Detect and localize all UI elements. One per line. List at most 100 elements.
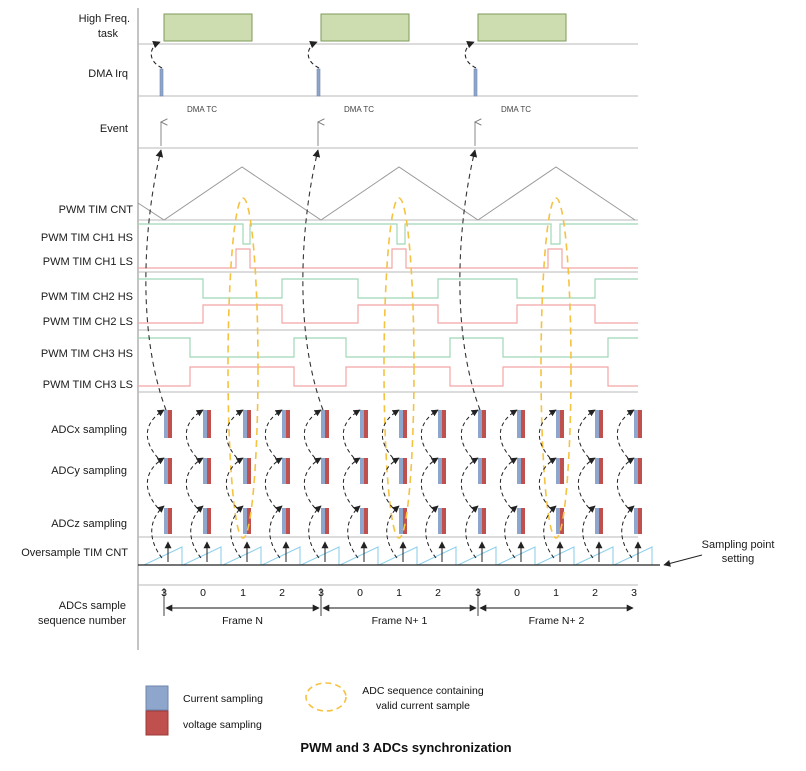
high-freq-task-block (320, 13, 410, 42)
adc-voltage-bar (521, 410, 525, 438)
adc-voltage-bar (286, 458, 290, 484)
adc-current-bar (517, 458, 521, 484)
adcx-trigger-arrow (264, 409, 283, 459)
adcx-trigger-arrow (577, 409, 596, 459)
adc-to-event-arrow (459, 149, 481, 411)
adc-voltage-bar (521, 458, 525, 484)
adcz-trigger-arrow (151, 505, 165, 559)
sampling-point-note-1: Sampling point (702, 539, 775, 551)
sequence-number: 0 (200, 587, 206, 599)
adc-current-bar (517, 508, 521, 534)
row-label-event: Event (100, 123, 128, 135)
adc-current-bar (399, 508, 403, 534)
irq-to-task-arrow (150, 41, 163, 69)
adc-current-bar (282, 508, 286, 534)
adcx-trigger-arrow (420, 409, 439, 459)
pwm-counter-triangle (137, 166, 636, 221)
adcy-trigger-arrow (303, 457, 322, 509)
adc-current-bar (321, 508, 325, 534)
legend-valid-ellipse (305, 682, 347, 712)
row-label-dma-irq: DMA Irq (88, 68, 128, 80)
irq-to-task-arrow (307, 41, 320, 69)
row-label-ch2-hs: PWM TIM CH2 HS (41, 291, 133, 303)
adcx-trigger-arrow (381, 409, 400, 459)
adcy-trigger-arrow (146, 457, 165, 509)
adc-voltage-bar (207, 410, 211, 438)
adc-current-bar (438, 508, 442, 534)
adc-current-bar (243, 458, 247, 484)
adcz-trigger-arrow (543, 505, 557, 559)
adcz-trigger-arrow (269, 505, 283, 559)
adcy-trigger-arrow (342, 457, 361, 509)
adc-current-bar (438, 458, 442, 484)
diagram-caption: PWM and 3 ADCs synchronization (300, 740, 511, 755)
trigger-arrows (145, 149, 642, 562)
ch2-hs-waveform (138, 278, 638, 299)
adcy-trigger-arrow (185, 457, 204, 509)
adc-voltage-bar (560, 410, 564, 438)
row-label-ch1-ls: PWM TIM CH1 LS (43, 256, 133, 268)
row-label-ch3-ls: PWM TIM CH3 LS (43, 379, 133, 391)
adcz-trigger-arrow (621, 505, 635, 559)
adc-current-bar (399, 458, 403, 484)
pwm-counter-waveform (137, 166, 636, 221)
adc-voltage-bar (325, 458, 329, 484)
legend-voltage-label: voltage sampling (183, 719, 262, 731)
adc-current-bar (164, 410, 168, 438)
valid-sequence-ellipse (227, 197, 259, 539)
high-freq-task-blocks (150, 13, 567, 69)
dma-tc-label: DMA TC (344, 105, 374, 114)
adc-voltage-bar (638, 410, 642, 438)
adc-voltage-bar (364, 508, 368, 534)
adc-voltage-bar (168, 508, 172, 534)
adcy-trigger-arrow (225, 457, 244, 509)
legend-valid-label-2: valid current sample (376, 700, 470, 712)
adc-current-bar (203, 458, 207, 484)
adc-to-event-arrow (302, 149, 324, 411)
row-label-adcz: ADCz sampling (51, 518, 127, 530)
adcz-trigger-arrow (347, 505, 361, 559)
valid-sequence-ellipses (227, 197, 572, 539)
sequence-number: 2 (592, 587, 598, 599)
sequence-number: 0 (514, 587, 520, 599)
adc-current-bar (634, 410, 638, 438)
adcz-trigger-arrow (465, 505, 479, 559)
adcx-trigger-arrow (342, 409, 361, 459)
adc-voltage-bar (168, 410, 172, 438)
adc-current-bar (360, 508, 364, 534)
adc-current-bar (517, 410, 521, 438)
row-label-seq-1: ADCs sample (59, 600, 126, 612)
adc-voltage-bar (364, 410, 368, 438)
adc-current-bar (321, 458, 325, 484)
dma-irq-pulse (159, 68, 164, 97)
sequence-number: 1 (553, 587, 559, 599)
sampling-point-note-2: setting (722, 553, 754, 565)
adc-voltage-bar (638, 508, 642, 534)
adc-current-bar (164, 458, 168, 484)
adc-voltage-bar (599, 410, 603, 438)
adcy-trigger-arrow (460, 457, 479, 509)
adcz-trigger-arrow (230, 505, 244, 559)
legend-current-swatch (145, 685, 169, 711)
adcy-trigger-arrow (538, 457, 557, 509)
adcz-trigger-arrow (504, 505, 518, 559)
adcy-trigger-arrow (420, 457, 439, 509)
row-label-hf-task-2: task (98, 28, 119, 40)
frame-label: Frame N (222, 615, 263, 627)
row-label-ch2-ls: PWM TIM CH2 LS (43, 316, 133, 328)
adcx-trigger-arrow (185, 409, 204, 459)
adcz-trigger-arrow (386, 505, 400, 559)
adc-voltage-bar (247, 410, 251, 438)
row-label-adcy: ADCy sampling (51, 465, 127, 477)
adcy-trigger-arrow (577, 457, 596, 509)
adc-current-bar (164, 508, 168, 534)
adc-voltage-bar (168, 458, 172, 484)
ch3-ls-waveform (138, 366, 638, 387)
row-separators (138, 43, 638, 586)
adc-current-bar (478, 410, 482, 438)
adcx-trigger-arrow (303, 409, 322, 459)
adc-current-bar (282, 458, 286, 484)
sequence-number: 2 (279, 587, 285, 599)
